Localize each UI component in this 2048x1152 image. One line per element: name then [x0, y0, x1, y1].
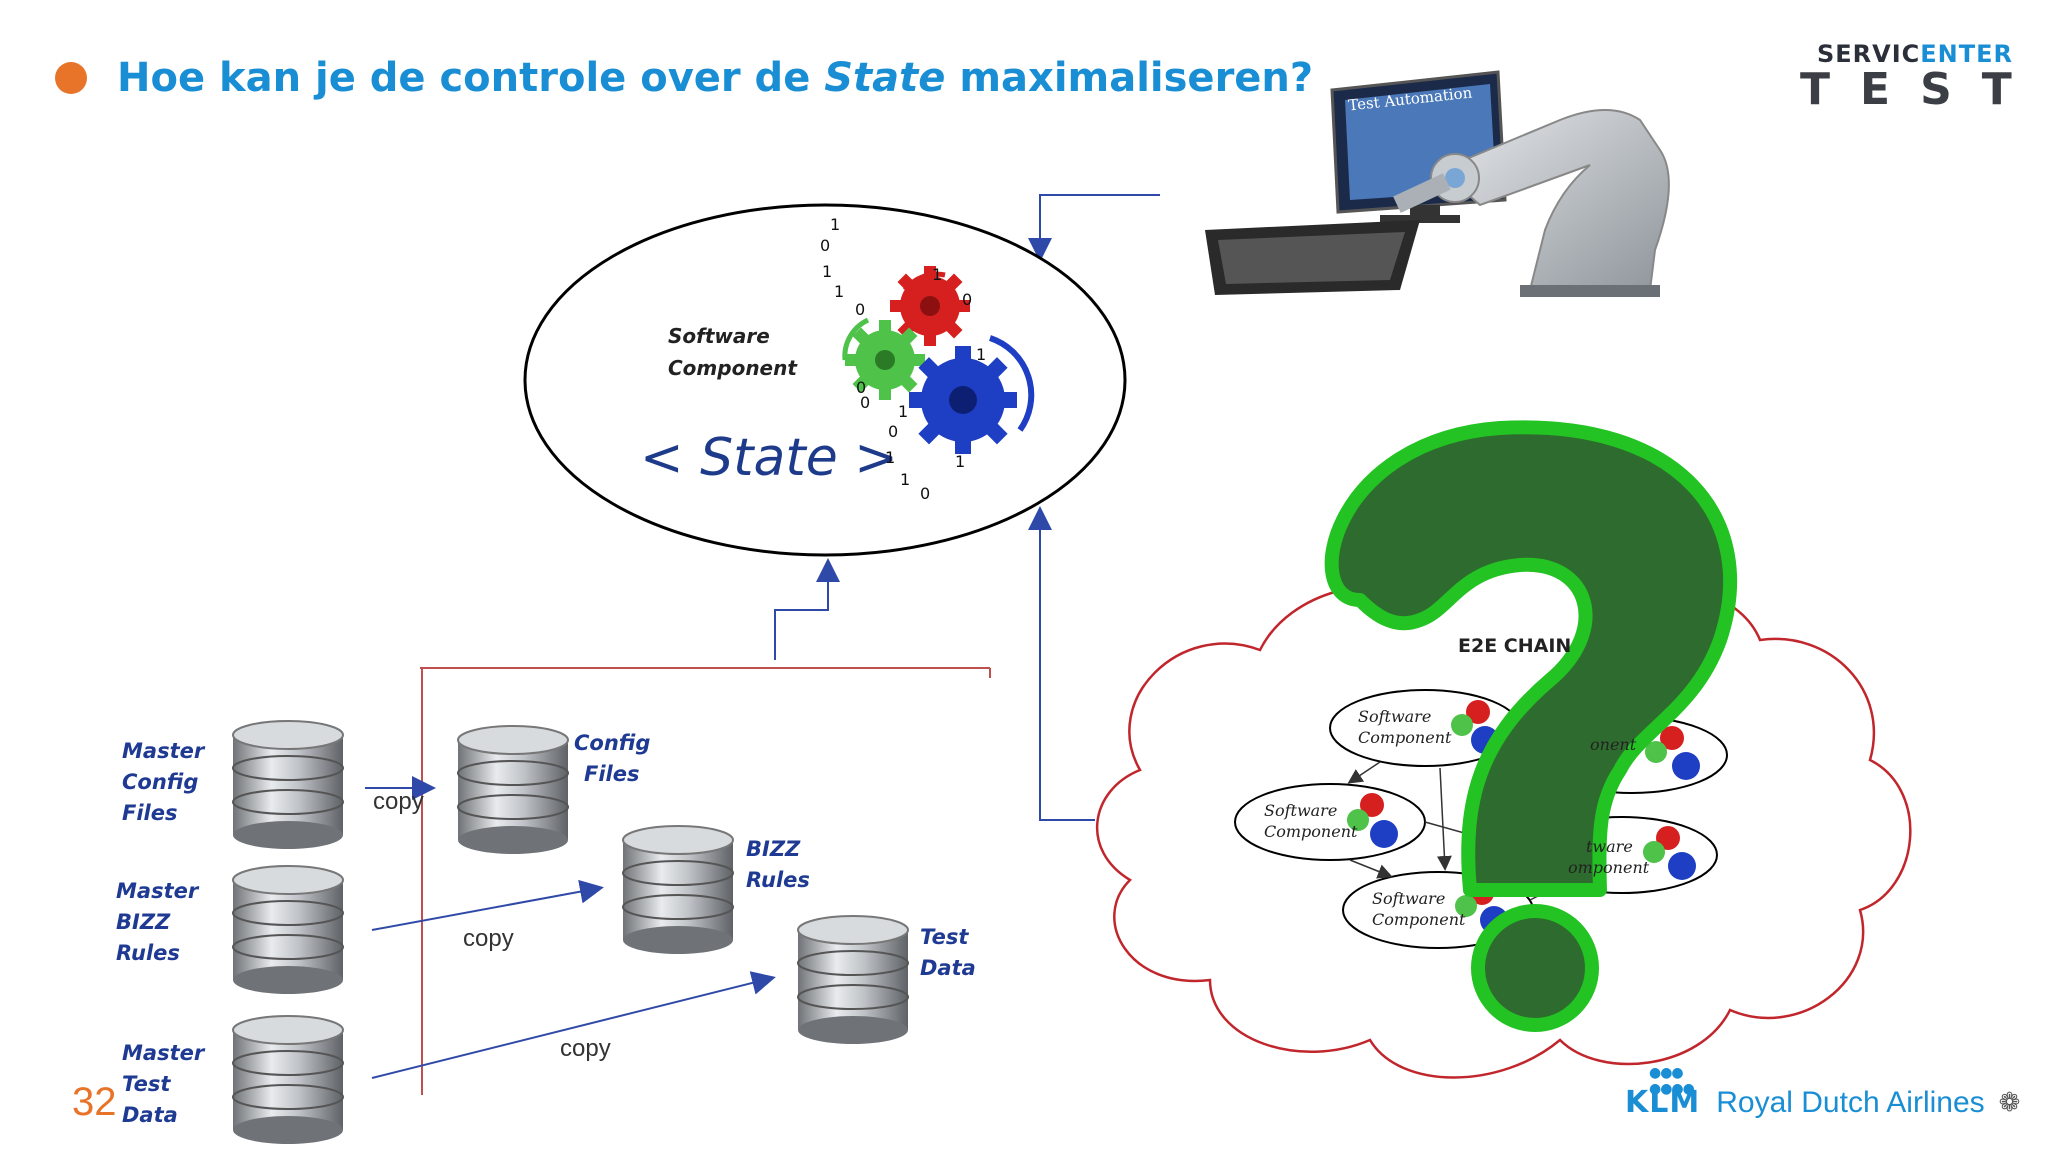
database-master-config [232, 720, 344, 849]
page-number: 32 [72, 1080, 117, 1124]
gears-icon [842, 266, 1035, 454]
e2e-chain-title: E2E CHAIN [1458, 635, 1572, 657]
cloud-component-1 [1329, 689, 1521, 767]
database-config-files [457, 725, 569, 854]
cloud-component-label-2: onent [1590, 735, 1637, 754]
klm-footer-logo: ●●●●●●●KLM Royal Dutch Airlines ❁ [1625, 1065, 2021, 1120]
klm-logo: ●●●●●●●KLM [1625, 1065, 1701, 1120]
bullet-dot [55, 62, 87, 94]
blue-gear-icon [909, 346, 1017, 454]
title-suffix: maximaliseren? [945, 55, 1314, 101]
test-automation-robot-illustration [1205, 70, 1670, 297]
green-gear-icon [845, 320, 925, 400]
copy-label-2: copy [463, 925, 514, 952]
title-prefix: Hoe kan je de controle over de [117, 55, 825, 101]
servicenter-test-logo: SERVICENTER TEST [1800, 40, 2030, 115]
copy-label-1: copy [373, 788, 424, 815]
state-label: < State > [640, 428, 898, 488]
state-ellipse [523, 203, 1127, 557]
copy-label-3: copy [560, 1035, 611, 1062]
connector-lines [420, 194, 1160, 1095]
question-mark-icon [1324, 420, 1737, 1032]
klm-airline-name: Royal Dutch Airlines [1716, 1085, 1985, 1119]
database-master-bizz [232, 865, 344, 994]
state-component-label: Software Component [668, 324, 797, 380]
red-gear-icon [890, 266, 970, 346]
copy-arrows [365, 776, 776, 1079]
title-emphasis: State [824, 55, 946, 101]
title-row: Hoe kan je de controle over de State max… [55, 55, 1313, 101]
database-bizz-rules [622, 825, 734, 954]
seal-icon: ❁ [1998, 1087, 2021, 1117]
database-test-data [797, 915, 909, 1044]
crown-icon: ●●●●●●● [1649, 1065, 1695, 1097]
slide-title: Hoe kan je de controle over de State max… [117, 55, 1313, 101]
brand-line-2: TEST [1800, 64, 2042, 115]
database-master-testdata [232, 1015, 344, 1144]
brand-line-1: SERVICENTER [1816, 40, 2013, 68]
